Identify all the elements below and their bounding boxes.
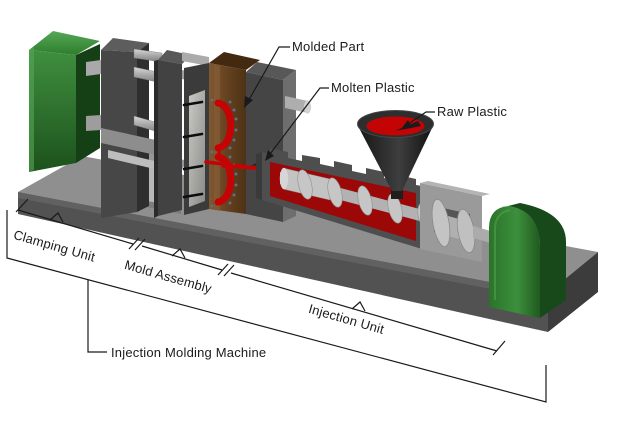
drive-unit <box>420 181 494 262</box>
callout-arrowheads <box>244 96 412 161</box>
motor-housing <box>489 203 566 318</box>
clamping-unit-tick <box>49 212 64 223</box>
mold-bolts <box>182 100 204 199</box>
fixed-platen-left <box>101 38 149 218</box>
injection-unit-tick <box>351 301 366 312</box>
mold-assembly-tick <box>171 248 186 259</box>
label-injection-molding-machine: Injection Molding Machine <box>111 345 267 360</box>
label-raw-plastic: Raw Plastic <box>437 104 508 119</box>
label-molten-plastic: Molten Plastic <box>331 80 415 95</box>
label-molded-part: Molded Part <box>292 39 365 54</box>
machine-dimension-bracket <box>6 210 547 403</box>
clamp-cylinder-housing <box>29 31 100 172</box>
hopper <box>357 110 434 199</box>
raw-plastic-material <box>366 116 425 136</box>
section-dimension-line <box>15 198 506 356</box>
callout-leader-lines <box>245 46 435 159</box>
clamp-rods <box>86 60 101 131</box>
clamp-actuator-arm <box>101 128 165 171</box>
